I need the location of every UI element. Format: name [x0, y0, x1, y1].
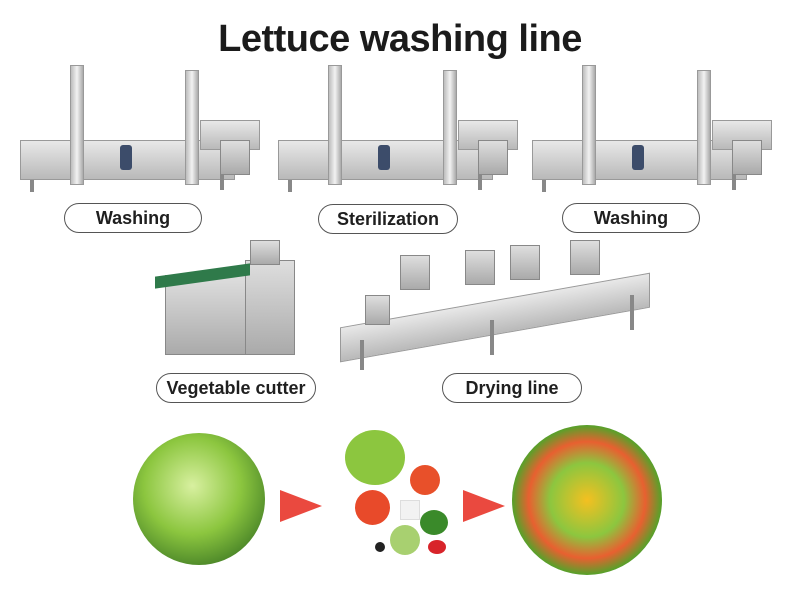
arrow-right-icon — [463, 490, 505, 522]
vegetable-cutter-image — [155, 240, 305, 365]
arrow-right-icon — [280, 490, 322, 522]
lettuce-photo — [133, 433, 265, 565]
stage-label-washing: Washing — [562, 203, 700, 233]
sterilization-machine-image — [278, 65, 528, 195]
salad-bowl-photo — [512, 425, 662, 575]
drying-line-image — [340, 240, 660, 375]
stage-label-drying-line: Drying line — [442, 373, 582, 403]
chopped-vegetables-image — [340, 430, 460, 570]
washing-machine-image — [20, 65, 270, 195]
washing-machine-image — [532, 65, 782, 195]
stage-label-sterilization: Sterilization — [318, 204, 458, 234]
stage-label-washing: Washing — [64, 203, 202, 233]
stage-label-vegetable-cutter: Vegetable cutter — [156, 373, 316, 403]
page-title: Lettuce washing line — [218, 18, 582, 60]
